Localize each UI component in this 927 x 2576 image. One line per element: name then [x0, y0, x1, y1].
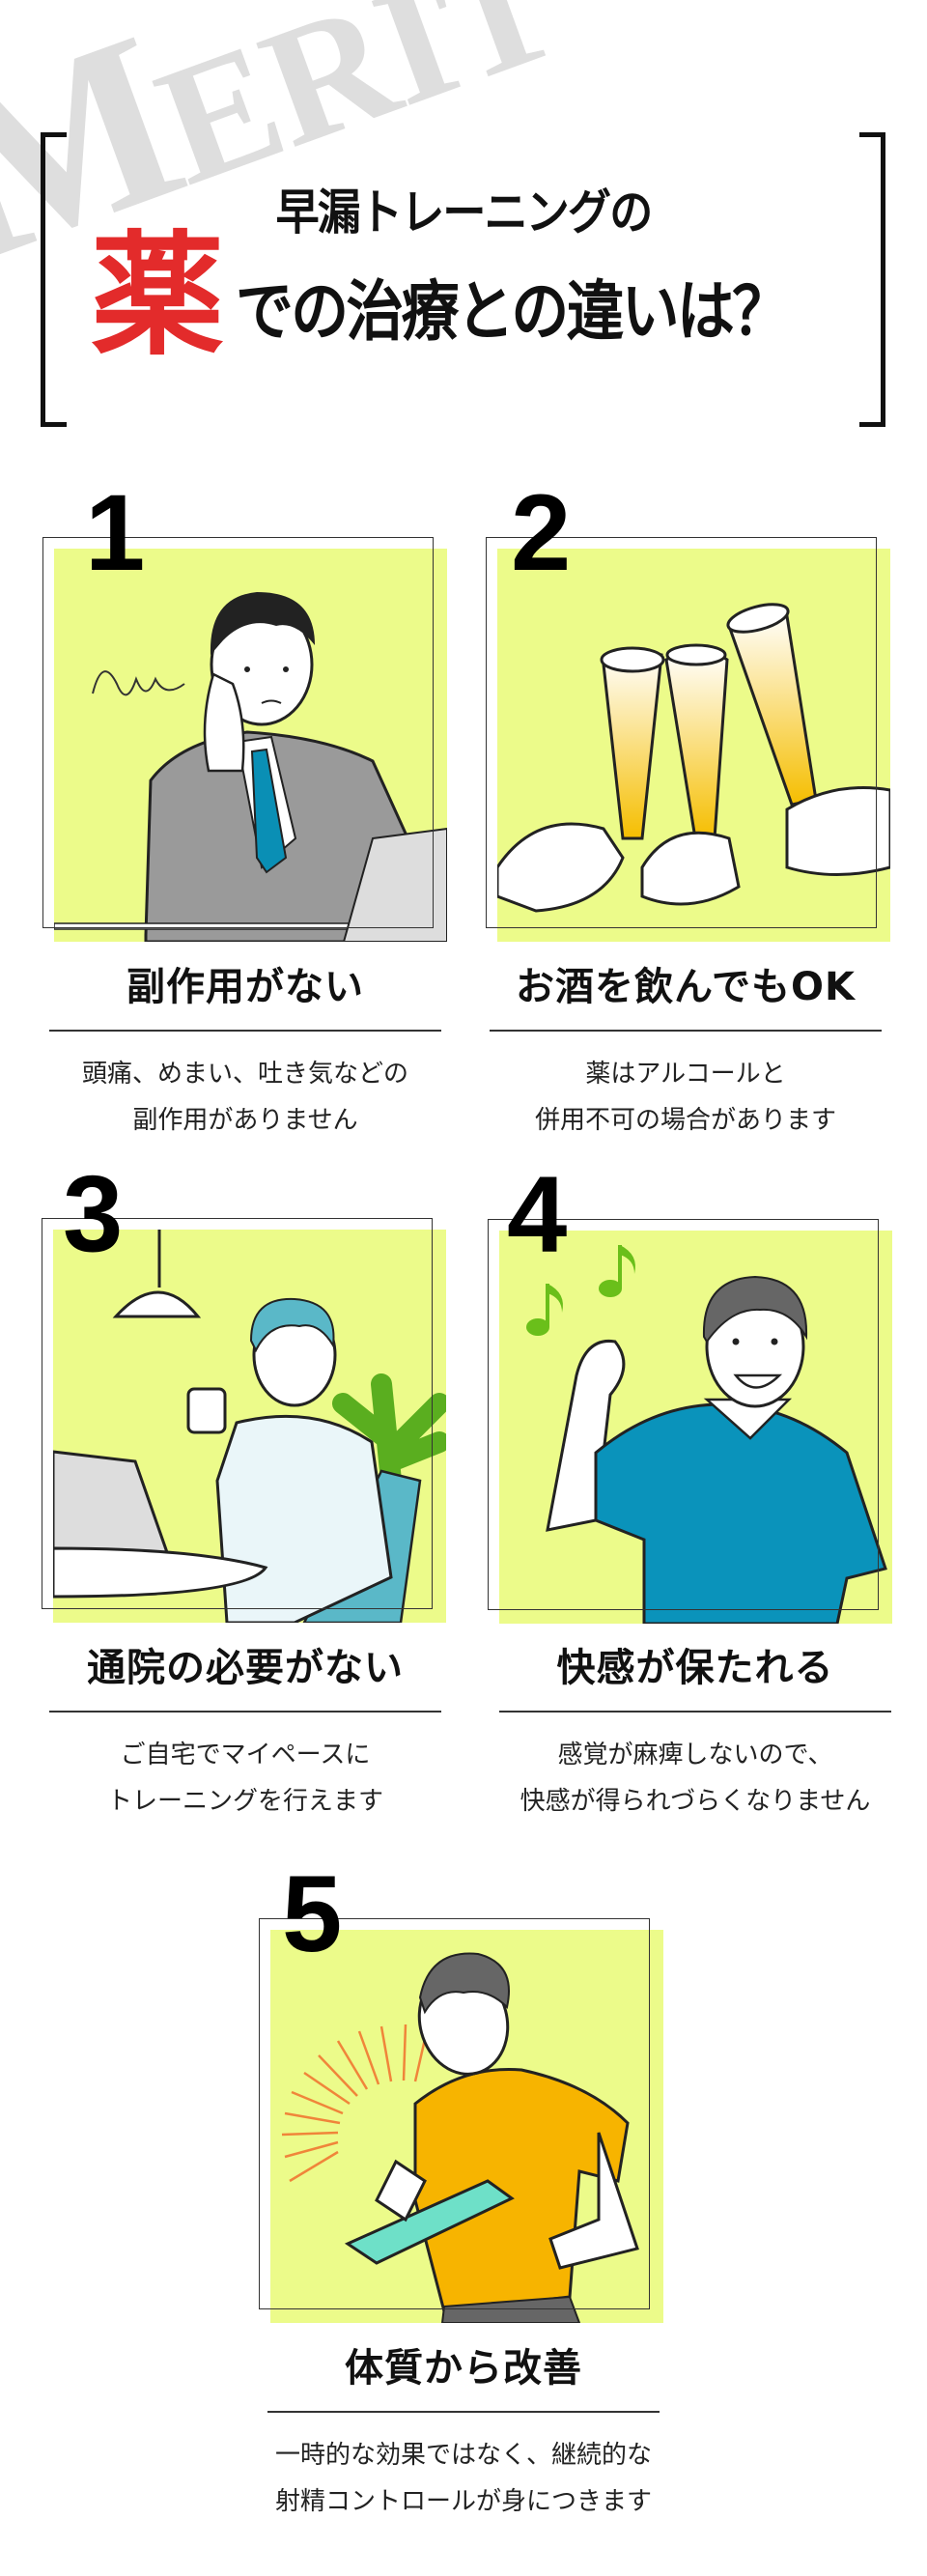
merit-caption-1: 副作用がない 頭痛、めまい、吐き気などの 副作用がありません — [42, 964, 448, 1144]
divider — [490, 1030, 882, 1032]
divider — [499, 1711, 891, 1713]
divider — [49, 1711, 441, 1713]
merit-title: お酒を飲んでもOK — [516, 965, 856, 1009]
merit-desc-line2: トレーニングを行えます — [106, 1787, 383, 1816]
right-bracket — [859, 132, 885, 427]
merit-desc-line1: 薬はアルコールと — [585, 1060, 786, 1089]
divider — [267, 2411, 660, 2413]
merit-number: 1 — [85, 472, 145, 593]
merit-caption-5: 体質から改善 一時的な効果ではなく、継続的な 射精コントロールが身につきます — [261, 2345, 666, 2525]
merit-title: 体質から改善 — [345, 2346, 582, 2391]
merit-caption-4: 快感が保たれる 感覚が麻痺しないので、 快感が得られづらくなりません — [492, 1645, 898, 1825]
card-frame — [42, 1218, 433, 1609]
champagne-toast-illustration — [497, 549, 890, 942]
merit-number: 3 — [63, 1153, 123, 1274]
card-frame — [42, 537, 434, 928]
merit-desc-line2: 快感が得られづらくなりません — [520, 1787, 871, 1816]
page-title-line2: での治療との違いは？ — [236, 274, 790, 351]
merit-title: 通院の必要がない — [87, 1646, 404, 1690]
merit-desc-line2: 併用不可の場合があります — [534, 1106, 836, 1135]
merit-desc-line2: 射精コントロールが身につきます — [274, 2487, 652, 2516]
card-frame — [259, 1918, 650, 2309]
merit-caption-2: お酒を飲んでもOK 薬はアルコールと 併用不可の場合があります — [483, 964, 888, 1144]
merit-card-3: 3 — [42, 1160, 447, 1624]
merit-watermark: MERIT — [0, 0, 582, 311]
merit-desc-line1: 頭痛、めまい、吐き気などの — [81, 1060, 408, 1089]
tired-businessman-illustration — [54, 549, 447, 942]
merit-title: 副作用がない — [126, 965, 364, 1009]
merit-number: 5 — [282, 1854, 342, 1974]
page-title-accent-kanji: 薬 — [91, 218, 225, 374]
merit-number: 2 — [511, 472, 571, 593]
merit-desc-line2: 副作用がありません — [132, 1106, 358, 1135]
card-frame — [488, 1219, 879, 1610]
divider — [49, 1030, 441, 1032]
merit-title: 快感が保たれる — [556, 1646, 834, 1690]
merit-desc-line1: ご自宅でマイペースに — [120, 1741, 371, 1769]
page-title-line1: 早漏トレーニングの — [275, 184, 654, 241]
happy-man-fist-pump-illustration — [499, 1231, 892, 1624]
card-frame — [486, 537, 877, 928]
merit-card-2: 2 — [486, 479, 891, 943]
merit-card-1: 1 — [42, 479, 448, 943]
sunburst-decoration — [281, 2024, 430, 2183]
merit-caption-3: 通院の必要がない ご自宅でマイペースに トレーニングを行えます — [42, 1645, 448, 1825]
left-bracket — [41, 132, 67, 427]
merit-card-5: 5 — [259, 1860, 664, 2324]
merit-card-4: 4 — [488, 1161, 893, 1625]
merit-desc-line1: 一時的な効果ではなく、継続的な — [274, 2441, 652, 2470]
merit-number: 4 — [507, 1154, 567, 1275]
music-note-icon — [526, 1245, 635, 1336]
merit-desc-line1: 感覚が麻痺しないので、 — [557, 1741, 833, 1769]
man-at-laptop-illustration — [53, 1230, 446, 1623]
man-writing-clipboard-illustration — [270, 1930, 663, 2323]
